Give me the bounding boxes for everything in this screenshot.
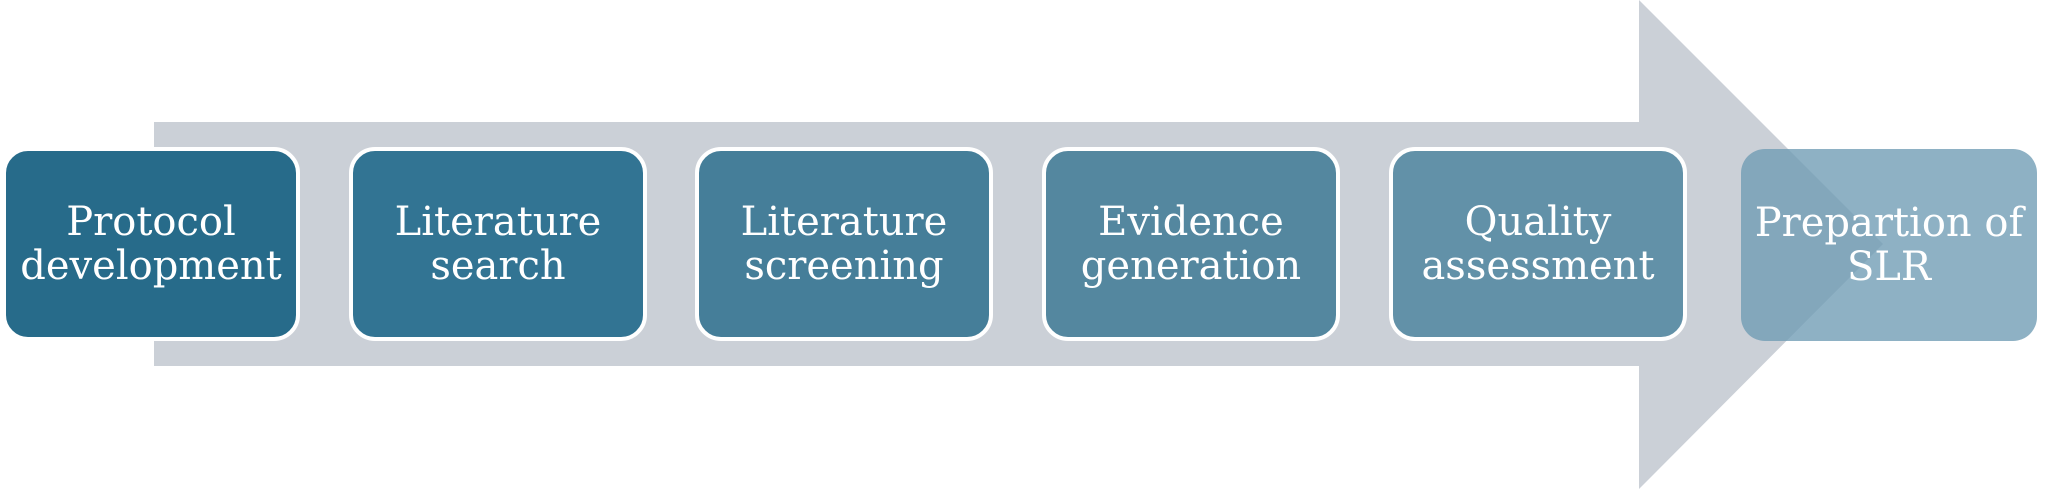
step-label-line1: Prepartion of (1754, 200, 2024, 246)
step-label-line2: search (430, 243, 566, 289)
step-label-line2: screening (744, 243, 944, 289)
step-label-line2: generation (1080, 243, 1302, 289)
step-label-line2: assessment (1421, 243, 1655, 289)
step-label-line1: Protocol (66, 199, 236, 245)
step-label-line1: Literature (394, 199, 602, 245)
step-label-line1: Quality (1464, 199, 1612, 245)
step-label-line1: Evidence (1098, 199, 1284, 245)
step-label-line2: SLR (1846, 244, 1932, 290)
step-label-line1: Literature (740, 199, 948, 245)
process-arrow-shape (154, 0, 1883, 489)
step-label-line2: development (20, 243, 282, 289)
